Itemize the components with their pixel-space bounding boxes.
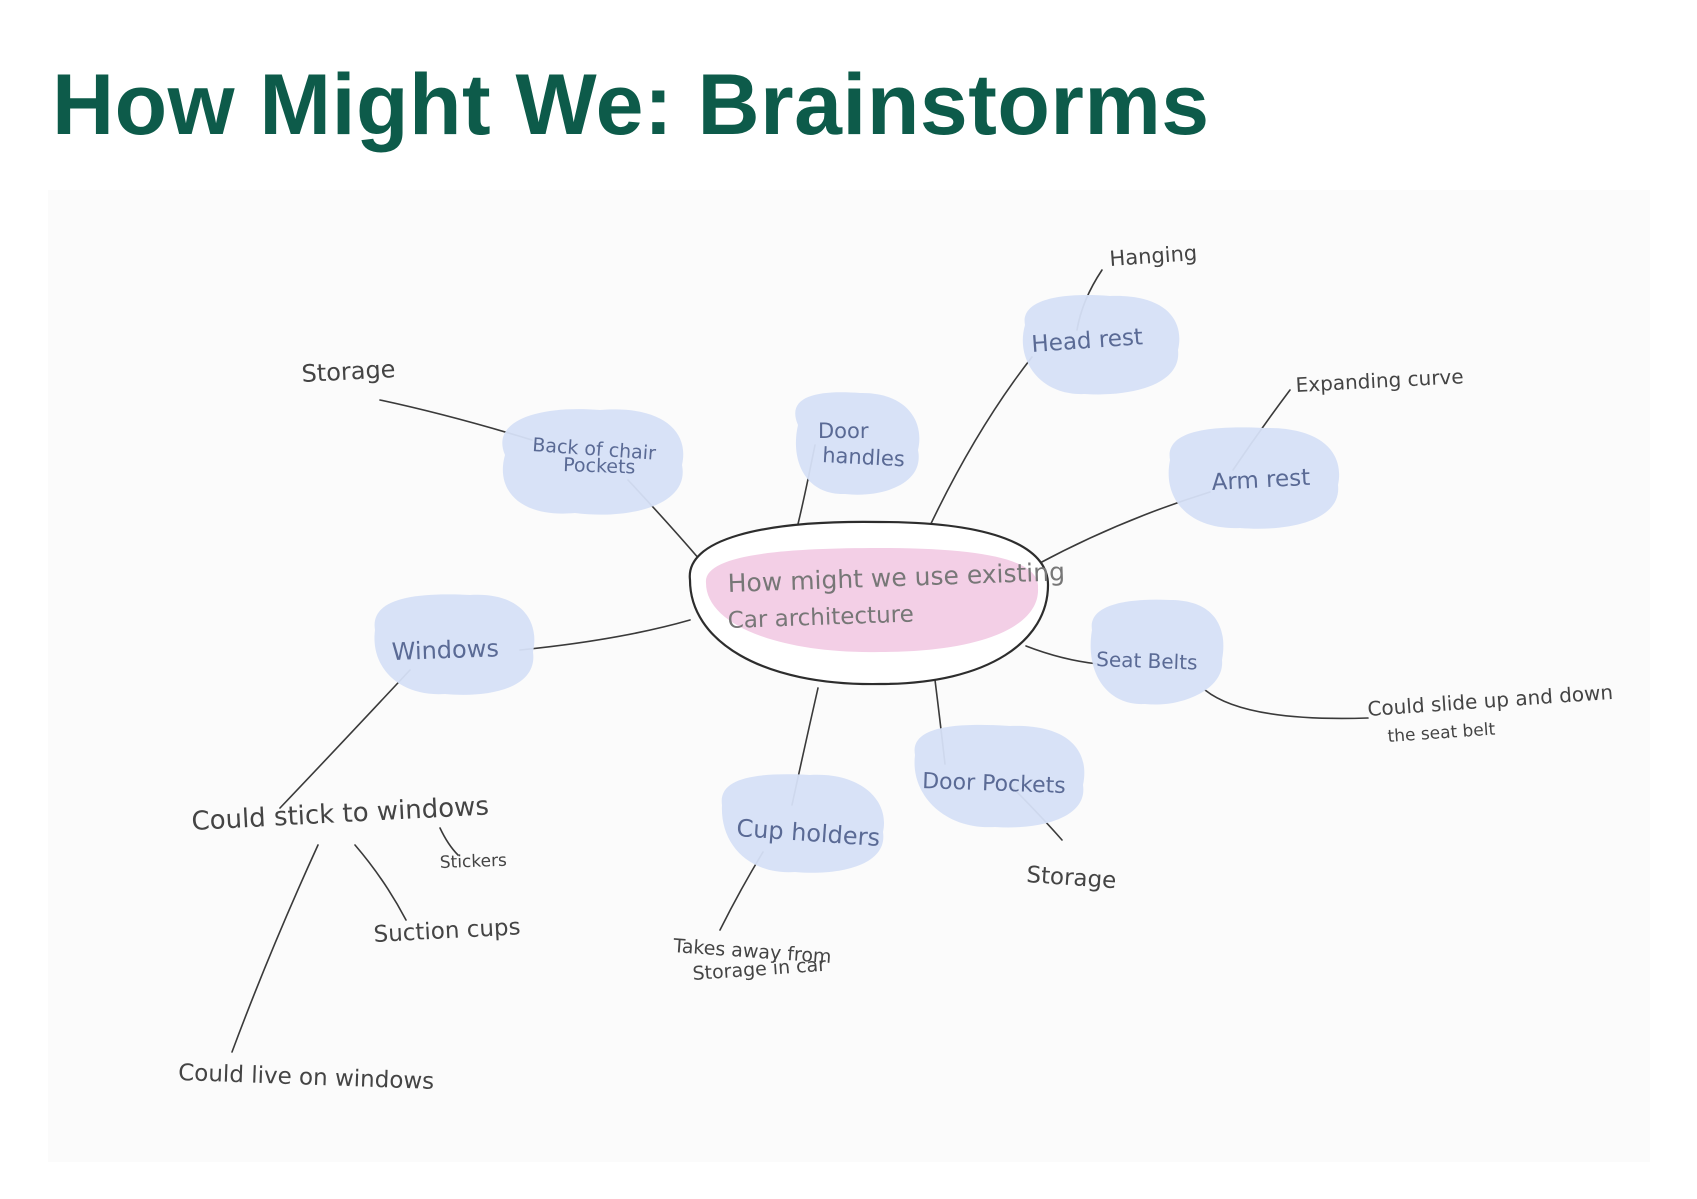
bubble-door-pockets (914, 724, 1085, 828)
bubble-arm-rest (1168, 427, 1340, 529)
windows-label: Windows (391, 634, 499, 666)
connector-slide (1204, 689, 1369, 720)
stickers-note: Stickers (439, 851, 507, 873)
connector-windows (519, 619, 691, 651)
bubble-windows (374, 594, 535, 695)
door-handles-label-line2: handles (822, 443, 906, 471)
bubble-head-rest (1022, 295, 1180, 395)
bubble-back-of-chair (502, 409, 684, 515)
center-node (688, 520, 1050, 686)
back-of-chair-label-line2: Pockets (563, 454, 636, 479)
connectors (231, 269, 1369, 1053)
connector-stickers (439, 827, 459, 856)
storage-note-bottom: Storage (1026, 862, 1118, 894)
branch-bubbles (374, 295, 1340, 873)
connector-head-rest (926, 356, 1033, 533)
connector-seat-belts (1025, 645, 1099, 665)
storage-note-top: Storage (301, 355, 396, 388)
connector-suction-cups (354, 844, 407, 921)
connector-live-on-windows (231, 844, 319, 1053)
seat-belts-label: Seat Belts (1096, 647, 1198, 675)
door-handles-label-line1: Door (818, 419, 869, 443)
bubble-cup-holders (721, 774, 885, 873)
door-pockets-label: Door Pockets (922, 769, 1066, 799)
center-text-line2: Car architecture (727, 602, 914, 634)
center-highlight (705, 548, 1039, 653)
bubble-seat-belts (1090, 599, 1224, 705)
page-title: How Might We: Brainstorms (52, 57, 1210, 153)
connector-stick-windows (279, 669, 411, 809)
arm-rest-label: Arm rest (1211, 465, 1311, 496)
bubble-door-handles (795, 392, 920, 495)
